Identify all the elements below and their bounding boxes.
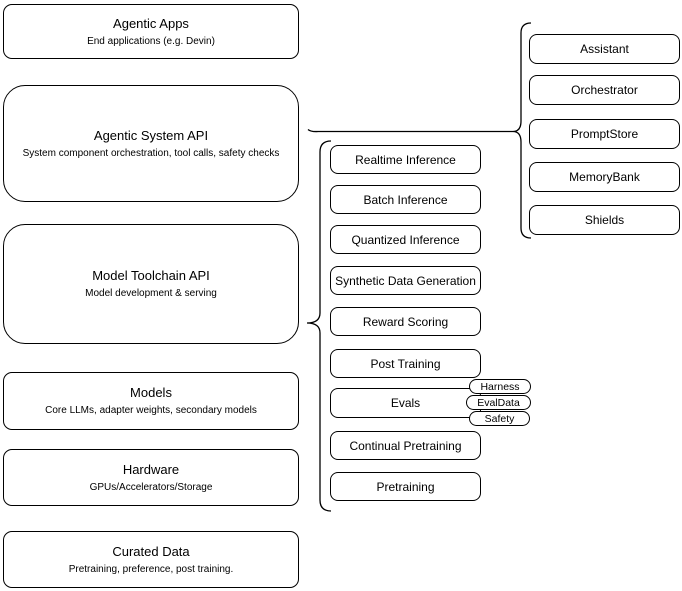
node-evals: Evals bbox=[330, 388, 481, 418]
node-orchestrator: Orchestrator bbox=[529, 75, 680, 105]
node-label: Pretraining bbox=[376, 479, 435, 494]
connector-line bbox=[307, 128, 513, 133]
node-label: Evals bbox=[390, 396, 421, 410]
node-title: Curated Data bbox=[112, 543, 190, 559]
node-label: PromptStore bbox=[570, 127, 639, 141]
node-assistant: Assistant bbox=[529, 34, 680, 64]
node-batch-inference: Batch Inference bbox=[330, 185, 481, 214]
node-subtitle: Model development & serving bbox=[85, 288, 217, 299]
tag-label: Safety bbox=[484, 412, 515, 425]
tag-label: Harness bbox=[480, 380, 520, 393]
node-quantized-inference: Quantized Inference bbox=[330, 225, 481, 254]
tag-label: EvalData bbox=[477, 396, 520, 409]
node-label: Continual Pretraining bbox=[349, 438, 462, 453]
tag-safety: Safety bbox=[469, 411, 530, 426]
node-subtitle: End applications (e.g. Devin) bbox=[87, 35, 215, 47]
node-label: Quantized Inference bbox=[351, 232, 460, 247]
node-subtitle: GPUs/Accelerators/Storage bbox=[89, 481, 213, 493]
node-pretraining: Pretraining bbox=[330, 472, 481, 501]
node-models: Models Core LLMs, adapter weights, secon… bbox=[3, 372, 299, 430]
brace-toolchain bbox=[306, 140, 332, 512]
node-label: MemoryBank bbox=[569, 170, 640, 184]
node-model-toolchain-api: Model Toolchain API Model development & … bbox=[3, 224, 299, 344]
node-subtitle: Pretraining, preference, post training. bbox=[68, 563, 234, 575]
node-subtitle: System component orchestration, tool cal… bbox=[22, 147, 280, 159]
node-memorybank: MemoryBank bbox=[529, 162, 680, 192]
node-label: Assistant bbox=[580, 42, 629, 56]
node-post-training: Post Training bbox=[330, 349, 481, 378]
tag-evaldata: EvalData bbox=[466, 395, 531, 410]
node-agentic-apps: Agentic Apps End applications (e.g. Devi… bbox=[3, 4, 299, 59]
node-curated-data: Curated Data Pretraining, preference, po… bbox=[3, 531, 299, 588]
node-title: Hardware bbox=[122, 461, 180, 477]
node-reward-scoring: Reward Scoring bbox=[330, 307, 481, 336]
node-title: Models bbox=[130, 385, 172, 400]
node-title: Agentic System API bbox=[93, 127, 209, 143]
node-title: Agentic Apps bbox=[113, 15, 189, 31]
node-agentic-system-api: Agentic System API System component orch… bbox=[3, 85, 299, 202]
node-label: Reward Scoring bbox=[362, 314, 449, 329]
node-realtime-inference: Realtime Inference bbox=[330, 145, 481, 174]
node-subtitle: Core LLMs, adapter weights, secondary mo… bbox=[45, 405, 257, 416]
node-title: Model Toolchain API bbox=[92, 268, 210, 283]
tag-harness: Harness bbox=[469, 379, 531, 394]
node-shields: Shields bbox=[529, 205, 680, 235]
node-hardware: Hardware GPUs/Accelerators/Storage bbox=[3, 449, 299, 506]
brace-system-components bbox=[512, 22, 532, 239]
node-label: Post Training bbox=[370, 356, 441, 371]
node-synthetic-data-generation: Synthetic Data Generation bbox=[330, 266, 481, 295]
node-label: Orchestrator bbox=[571, 83, 638, 97]
node-continual-pretraining: Continual Pretraining bbox=[330, 431, 481, 460]
node-label: Shields bbox=[584, 213, 625, 227]
node-label: Batch Inference bbox=[363, 192, 448, 207]
node-promptstore: PromptStore bbox=[529, 119, 680, 149]
node-label: Synthetic Data Generation bbox=[335, 273, 476, 288]
node-label: Realtime Inference bbox=[355, 152, 456, 167]
